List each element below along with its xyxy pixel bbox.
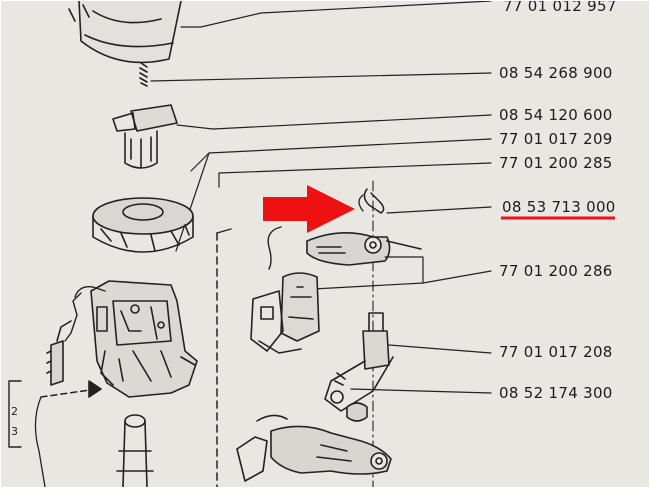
part-number-label: 77 01 200 286: [499, 262, 613, 280]
cam-bearing: [334, 372, 492, 422]
lower-distributor-body: [116, 414, 154, 487]
part-number-label: 08 54 120 600: [499, 106, 613, 124]
highlighted-part-number: 08 53 713 000: [502, 198, 616, 216]
rotor-arm: [112, 104, 178, 169]
carbon-brush-spring: [139, 62, 148, 87]
circlip: [358, 188, 385, 214]
lower-contact-assembly: [236, 414, 392, 482]
part-number-label: 77 01 012 957: [503, 1, 617, 15]
condenser: [46, 320, 72, 386]
felt-washer: [92, 197, 194, 253]
red-arrow-icon: [263, 185, 355, 233]
distributor-cap: [68, 1, 182, 64]
part-number-label: 77 01 017 209: [499, 130, 613, 148]
side-label: 3: [11, 425, 18, 438]
part-number-label: 08 52 174 300: [499, 384, 613, 402]
part-number-label: 77 01 017 208: [499, 343, 613, 361]
contact-set: [267, 226, 422, 270]
fixed-contact-bracket: [250, 272, 320, 354]
part-number-label: 08 54 268 900: [499, 64, 613, 82]
breaker-plate-assembly: [90, 280, 198, 398]
part-number-label: 77 01 200 285: [499, 154, 613, 172]
side-label: 2: [11, 405, 18, 418]
advance-lever: [324, 312, 492, 412]
